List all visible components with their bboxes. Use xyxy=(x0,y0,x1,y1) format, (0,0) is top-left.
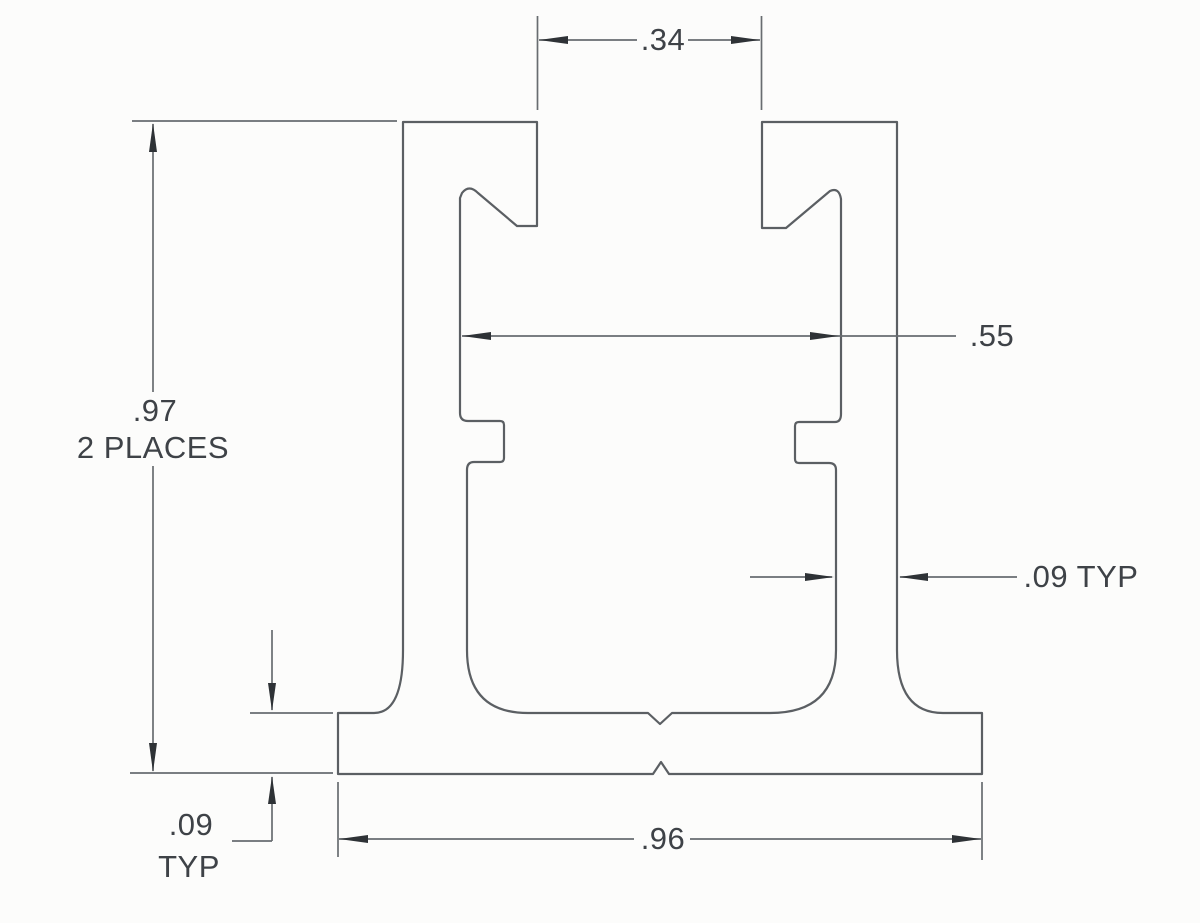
arrowhead-left-icon xyxy=(339,835,368,843)
dimension-arrows xyxy=(462,332,839,340)
dimension-channel-width: .55 xyxy=(462,318,1014,353)
dimension-label-slot-opening: .34 xyxy=(641,22,686,57)
dimension-arrows xyxy=(339,835,981,843)
dimension-arrows xyxy=(149,123,157,772)
dimension-arrows xyxy=(268,683,276,804)
dimension-annotations: .34 .55 .97 xyxy=(77,16,1138,884)
dimension-label-height: .97 xyxy=(133,393,178,428)
dimension-slot-opening: .34 xyxy=(536,16,763,110)
dimension-arrows xyxy=(805,573,928,581)
arrowhead-down-icon xyxy=(268,683,276,711)
arrowhead-left-icon xyxy=(539,36,568,44)
dimension-wall-thickness: .09 TYP xyxy=(750,559,1138,594)
arrowhead-left-icon xyxy=(899,573,928,581)
dimension-overall-width: .96 xyxy=(337,782,983,860)
arrowhead-up-icon xyxy=(149,123,157,152)
arrowhead-right-icon xyxy=(810,332,839,340)
dimension-base-thickness: .09 TYP xyxy=(158,630,333,884)
arrowhead-right-icon xyxy=(731,36,760,44)
arrowhead-right-icon xyxy=(805,573,834,581)
arrowhead-right-icon xyxy=(952,835,981,843)
dimension-label-wall-thickness: .09 TYP xyxy=(1024,559,1139,594)
dimension-label-overall-width: .96 xyxy=(641,821,686,856)
dimension-label-channel-width: .55 xyxy=(970,318,1015,353)
arrowhead-down-icon xyxy=(149,743,157,772)
arrowhead-up-icon xyxy=(268,776,276,804)
dimension-label-base-thickness-note: TYP xyxy=(158,849,220,884)
dimension-arrows xyxy=(539,36,760,44)
profile-outline xyxy=(336,120,984,776)
dimension-height: .97 2 PLACES xyxy=(77,120,397,774)
dimension-label-height-note: 2 PLACES xyxy=(77,430,229,465)
arrowhead-left-icon xyxy=(462,332,491,340)
dimension-label-base-thickness: .09 xyxy=(169,807,214,842)
